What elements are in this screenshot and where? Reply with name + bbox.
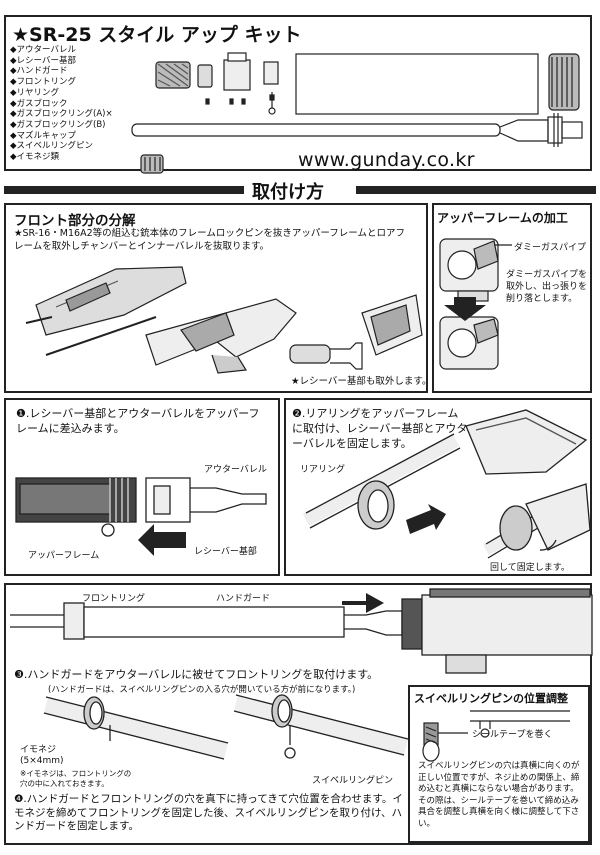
part-item: ◆スイベルリングピン	[10, 141, 94, 152]
heading-rule-right	[356, 186, 596, 194]
swivel-adjust-title: スイベルリングピンの位置調整	[414, 692, 568, 705]
section-heading: 取付け方	[252, 182, 324, 203]
part-item: ◆ガスブロックリング(A)×	[10, 109, 113, 120]
parts-list: ◆アウターバレル ◆レシーバー基部 ◆ハンドガード ◆フロントリング ◆リヤリン…	[10, 45, 113, 163]
heading-rule-left	[4, 186, 244, 194]
step1-panel: ❶.レシーバー基部とアウターバレルをアッパーフレームに差込みます。 アウターバレ…	[4, 398, 280, 576]
kit-title: ★SR-25 スタイル アップ キット	[12, 24, 302, 46]
parts-panel: ★SR-25 スタイル アップ キット ◆アウターバレル ◆レシーバー基部 ◆ハ…	[4, 15, 592, 174]
part-item: ◆マズルキャップ	[10, 130, 77, 141]
front-ring-label: フロントリング	[82, 594, 146, 604]
front-disassembly-panel: フロント部分の分解 ★SR-16・M16A2等の組込む銃本体のフレームロックピン…	[4, 203, 432, 393]
upper-text: ダミーガスパイプを取外し、出っ張りを削り落とします。	[506, 270, 588, 304]
upper-illustration	[439, 238, 512, 370]
step3-4-panel: フロントリング ハンドガード ❸.ハンドガードをアウターバレルに被せてフロントリ…	[4, 583, 593, 845]
rotate-label: 回して固定します。	[490, 563, 570, 573]
part-item: ◆ハンドガード	[10, 66, 68, 77]
front-title: フロント部分の分解	[14, 213, 136, 229]
step3-text: ❸.ハンドガードをアウターバレルに被せてフロントリングを取付けます。	[14, 668, 379, 681]
front-note: ★レシーバー基部も取外します。	[291, 376, 432, 387]
step2-panel: ❷.リアリングをアッパーフレームに取付け、レシーバー基部とアウターバレルを固定し…	[284, 398, 592, 576]
part-item: ◆ガスブロック	[10, 98, 68, 109]
outer-barrel-label: アウターバレル	[204, 465, 267, 475]
part-item: ◆アウターバレル	[10, 45, 76, 55]
watermark: www.gunday.co.kr	[298, 149, 475, 171]
step3-illustration	[10, 588, 593, 760]
receiver-base-label: レシーバー基部	[194, 547, 257, 557]
part-item: ◆ガスブロックリング(B)	[10, 119, 106, 130]
dummy-pipe-label: ダミーガスパイプ	[514, 243, 587, 253]
screw-label: イモネジ (5×4mm)	[20, 745, 64, 766]
screw-note: ※イモネジは、フロントリングの 穴の中に入れておきます。	[20, 769, 132, 788]
handguard-label: ハンドガード	[216, 594, 271, 604]
step4-text: ❹.ハンドガードとフロントリングの穴を真下に持ってきて穴位置を合わせます。イモネ…	[14, 793, 403, 832]
part-item: ◆イモネジ類	[10, 152, 60, 163]
front-text: ★SR-16・M16A2等の組込む銃本体のフレームロックピンを抜きアッパーフレー…	[14, 228, 405, 252]
part-item: ◆レシーバー基部	[10, 55, 76, 66]
step3-note: (ハンドガードは、スイベルリングピンの入る穴が開いている方が前になります。)	[48, 685, 356, 695]
upper-frame-label: アッパーフレーム	[28, 551, 100, 561]
part-item: ◆リヤリング	[10, 87, 60, 98]
disassembly-illustration	[25, 266, 423, 374]
swivel-adjust-panel: スイベルリングピンの位置調整 シールテープを巻く スイベルリングピンの穴は真横に…	[408, 685, 590, 843]
step1-text: ❶.レシーバー基部とアウターバレルをアッパーフレームに差込みます。	[16, 407, 260, 435]
part-item: ◆フロントリング	[10, 77, 77, 88]
swivel-pin-label: スイベルリングピン	[312, 776, 394, 786]
step2-illustration	[302, 409, 591, 559]
parts-illustration	[131, 52, 583, 174]
step1-illustration	[15, 477, 267, 556]
rear-ring-label: リアリング	[300, 465, 346, 475]
upper-title: アッパーフレームの加工	[437, 211, 568, 225]
upper-processing-panel: アッパーフレームの加工 ダミーガスパイプ ダミーガスパイプを取外し、出っ張りを削…	[432, 203, 592, 393]
swivel-adjust-text: スイベルリングピンの穴は真横に向くのが正しい位置ですが、ネジ止めの関係上、締め込…	[418, 761, 580, 829]
step2-text: ❷.リアリングをアッパーフレームに取付け、レシーバー基部とアウターバレルを固定し…	[292, 407, 468, 450]
swivel-illustration	[422, 710, 570, 762]
seal-tape-label: シールテープを巻く	[472, 730, 553, 740]
